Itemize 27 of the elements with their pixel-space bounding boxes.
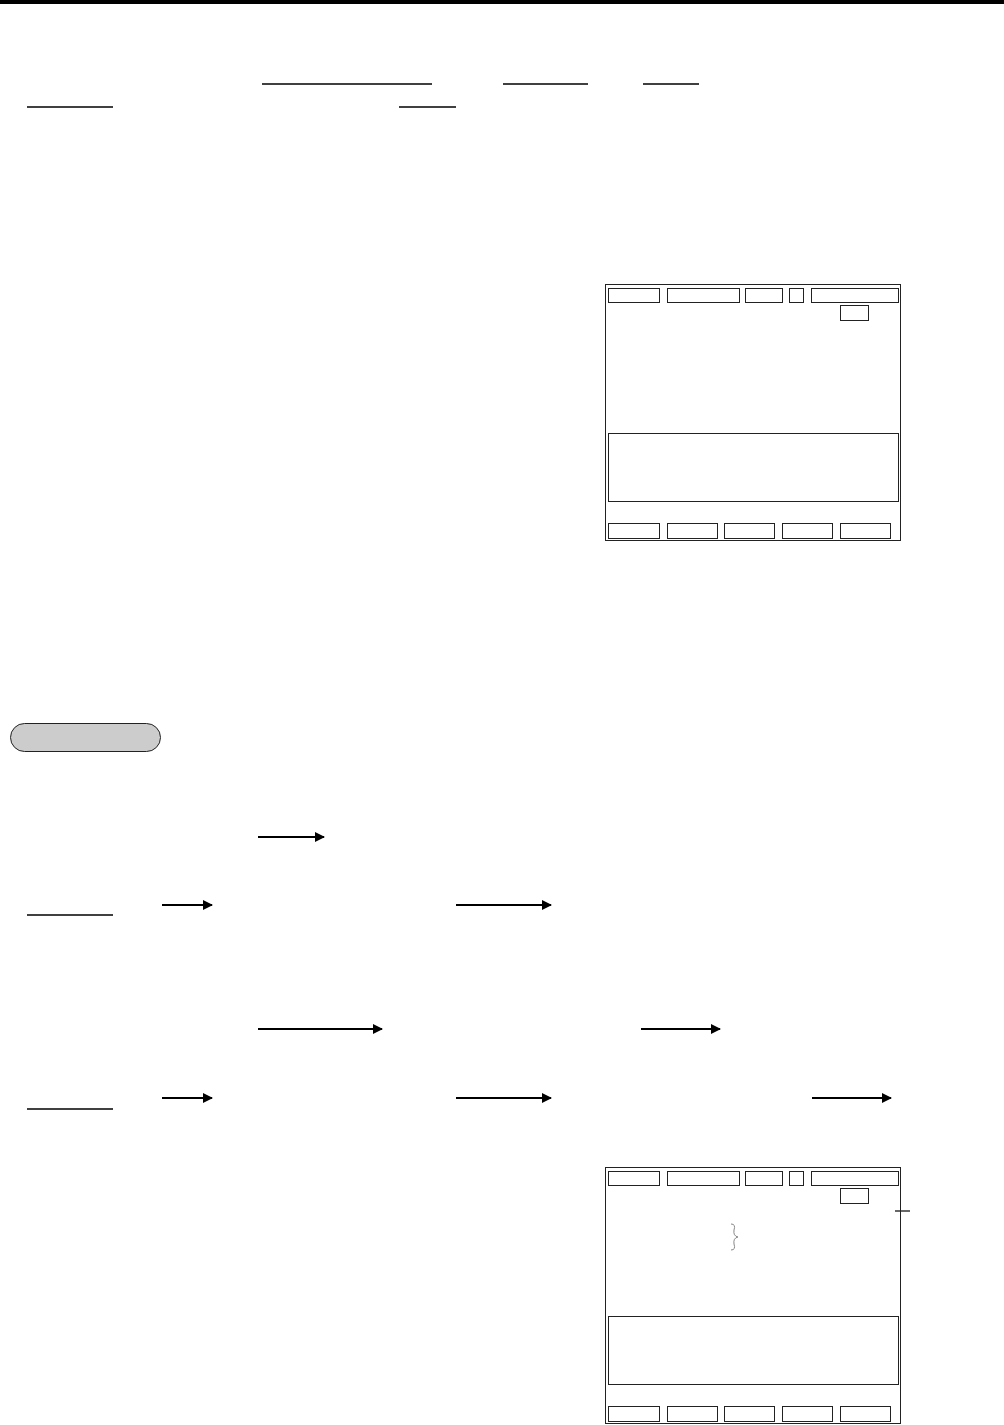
softkey xyxy=(781,522,833,539)
softkey xyxy=(839,1405,891,1422)
message-panel xyxy=(607,432,899,502)
screen-frame xyxy=(605,284,901,541)
softkey xyxy=(607,1405,660,1422)
status-field xyxy=(607,1170,660,1186)
softkey xyxy=(723,1405,775,1422)
softkey xyxy=(839,522,891,539)
status-field xyxy=(788,1170,804,1186)
status-field xyxy=(607,287,660,303)
status-field xyxy=(810,287,899,303)
status-field xyxy=(666,1170,740,1186)
screen-frame xyxy=(605,1167,901,1424)
softkey xyxy=(723,522,775,539)
status-field xyxy=(744,287,783,303)
heading-pill xyxy=(10,723,161,752)
status-field xyxy=(788,287,804,303)
softkey xyxy=(666,522,718,539)
status-field xyxy=(839,1187,869,1204)
message-panel xyxy=(607,1315,899,1385)
status-field xyxy=(744,1170,783,1186)
softkey xyxy=(607,522,660,539)
softkey xyxy=(781,1405,833,1422)
softkey xyxy=(666,1405,718,1422)
status-field xyxy=(839,304,869,321)
status-field xyxy=(810,1170,899,1186)
status-field xyxy=(666,287,740,303)
